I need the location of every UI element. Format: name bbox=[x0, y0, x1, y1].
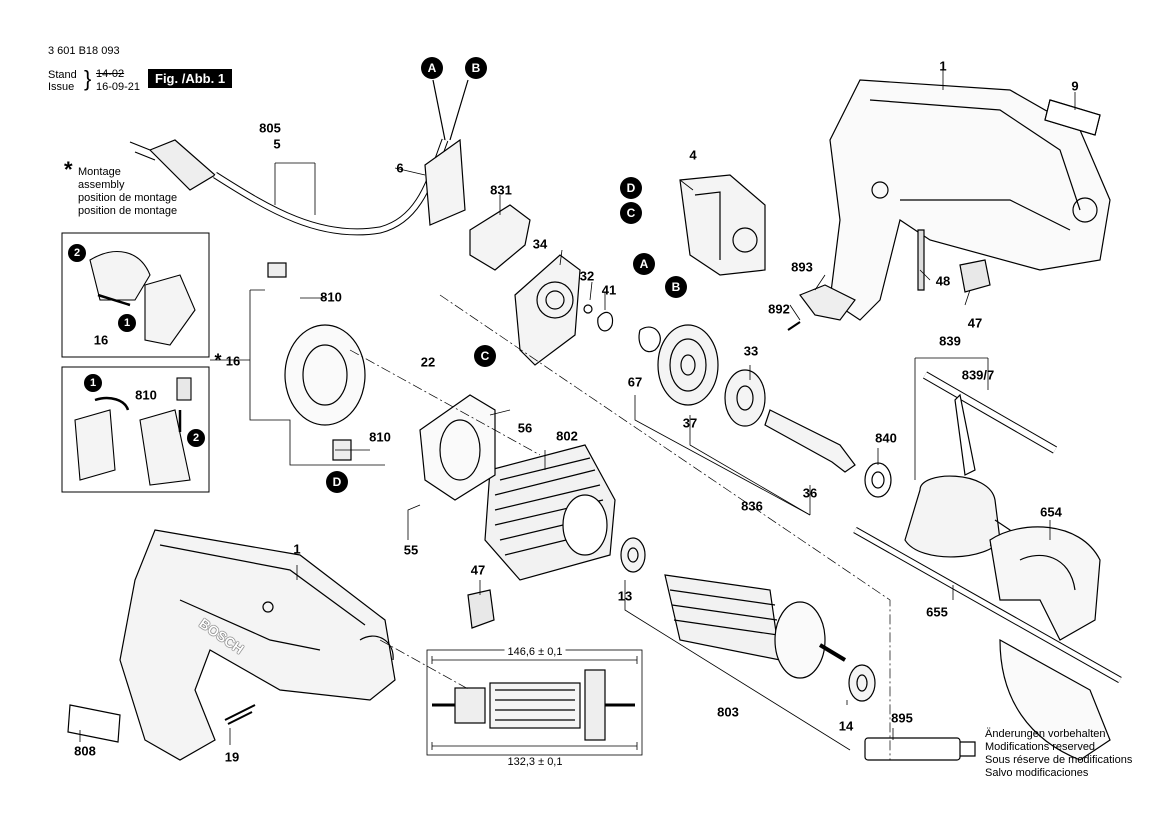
badge-c-switch: C bbox=[620, 202, 642, 224]
old-date: 14-02 bbox=[96, 68, 125, 80]
part-label-41: 41 bbox=[601, 282, 617, 298]
part-label-9: 9 bbox=[1071, 78, 1079, 94]
armature-dimension-drawing bbox=[431, 656, 638, 750]
legend-star: * bbox=[64, 157, 73, 182]
inset1-step-2: 2 bbox=[68, 244, 86, 262]
power-cord-drawing bbox=[129, 79, 469, 236]
inset1-step-1: 1 bbox=[118, 314, 136, 332]
brush-plate-drawing bbox=[514, 254, 581, 366]
part-label-4: 4 bbox=[689, 147, 697, 163]
inset2-step-2: 2 bbox=[187, 429, 205, 447]
part-label-895: 895 bbox=[891, 710, 913, 726]
part-label-33: 33 bbox=[743, 343, 759, 359]
part-label-803: 803 bbox=[717, 704, 739, 720]
badge-c-wire: C bbox=[474, 345, 496, 367]
legend-line-1: Montage bbox=[78, 166, 121, 178]
badge-a-switch: A bbox=[633, 253, 655, 275]
part-label-839: 839 bbox=[939, 333, 961, 349]
part-label-893: 893 bbox=[791, 259, 813, 275]
legend-line-2: assembly bbox=[78, 179, 125, 191]
part-label-47-bottom: 47 bbox=[470, 562, 486, 578]
part-label-13: 13 bbox=[617, 588, 633, 604]
part-label-810-top: 810 bbox=[320, 289, 342, 305]
note-es: Salvo modificaciones bbox=[985, 767, 1089, 779]
part-label-14: 14 bbox=[838, 718, 854, 734]
issue-label: Issue bbox=[48, 81, 75, 93]
badge-a-cord: A bbox=[421, 57, 443, 79]
note-de: Änderungen vorbehalten bbox=[985, 728, 1106, 740]
badge-d-wire: D bbox=[326, 471, 348, 493]
brace-glyph: } bbox=[84, 66, 92, 91]
part-label-831: 831 bbox=[490, 182, 512, 198]
dimension-bottom: 132,3 ± 0,1 bbox=[504, 756, 566, 768]
part-label-836: 836 bbox=[741, 498, 763, 514]
part-label-34: 34 bbox=[532, 236, 548, 252]
part-label-37: 37 bbox=[682, 415, 698, 431]
part-label-6: 6 bbox=[396, 160, 404, 176]
part-label-892: 892 bbox=[768, 301, 790, 317]
fan-guide-drawing bbox=[419, 394, 496, 501]
part-label-840: 840 bbox=[875, 430, 897, 446]
gear-drawing bbox=[657, 324, 719, 406]
part-label-56: 56 bbox=[517, 420, 533, 436]
document-number: 3 601 B18 093 bbox=[48, 45, 120, 57]
switch-drawing bbox=[679, 174, 766, 276]
badge-d-switch: D bbox=[620, 177, 642, 199]
part-label-1-drill: 1 bbox=[293, 541, 301, 557]
part-label-19: 19 bbox=[224, 749, 240, 765]
part-label-5: 5 bbox=[273, 136, 281, 152]
badge-b-switch: B bbox=[665, 276, 687, 298]
part-label-810-bottom: 810 bbox=[369, 429, 391, 445]
note-fr: Sous réserve de modifications bbox=[985, 754, 1133, 766]
part-label-47-top: 47 bbox=[967, 315, 983, 331]
modification-notes: Änderungen vorbehalten Modifications res… bbox=[985, 728, 1132, 780]
stand-label: Stand bbox=[48, 69, 77, 81]
part-label-67: 67 bbox=[627, 374, 643, 390]
drill-body-drawing bbox=[119, 529, 396, 761]
field-stator-drawing bbox=[484, 444, 616, 581]
armature-drawing bbox=[664, 574, 847, 679]
part-label-654: 654 bbox=[1040, 504, 1062, 520]
new-date: 16-09-21 bbox=[96, 81, 141, 93]
part-label-36: 36 bbox=[802, 485, 818, 501]
part-label-655: 655 bbox=[926, 604, 948, 620]
part-label-22: 22 bbox=[420, 354, 436, 370]
part-label-star-glyph: * bbox=[214, 350, 222, 371]
note-en: Modifications reserved bbox=[985, 741, 1096, 753]
part-label-1-housing: 1 bbox=[939, 58, 947, 74]
part-label-808: 808 bbox=[74, 743, 96, 759]
part-label-16-star: 16 bbox=[225, 353, 241, 369]
part-label-48: 48 bbox=[935, 273, 951, 289]
part-label-802: 802 bbox=[556, 428, 578, 444]
legend-line-3: position de montage bbox=[78, 192, 178, 204]
part-label-55: 55 bbox=[403, 542, 419, 558]
inset2-step-1: 1 bbox=[84, 374, 102, 392]
part-label-805: 805 bbox=[259, 120, 281, 136]
part-label-16-inset: 16 bbox=[93, 332, 109, 348]
part-label-32: 32 bbox=[579, 268, 595, 284]
brush-holder-drawing bbox=[267, 262, 366, 461]
dimension-top: 146,6 ± 0,1 bbox=[504, 646, 566, 658]
badge-b-cord: B bbox=[465, 57, 487, 79]
part-label-839-7: 839/7 bbox=[961, 367, 995, 383]
aux-handle-drawing bbox=[853, 526, 1122, 761]
part-label-810-inset: 810 bbox=[135, 387, 157, 403]
legend-line-4: position de montage bbox=[78, 205, 178, 217]
figure-tag: Fig. /Abb. 1 bbox=[148, 69, 233, 88]
